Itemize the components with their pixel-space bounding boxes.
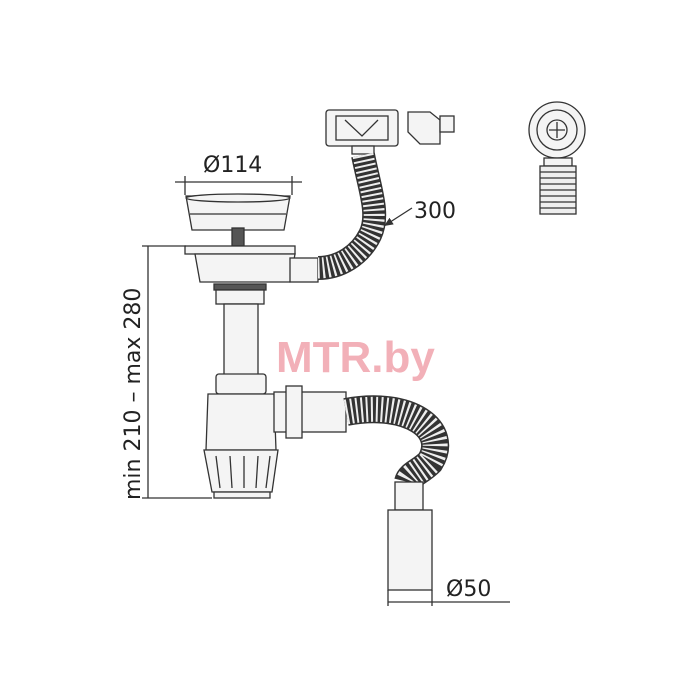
strainer-top-view	[528, 101, 586, 215]
overflow-assembly	[317, 109, 455, 280]
outlet-diameter-dimension: Ø50	[387, 577, 510, 606]
watermark: MTR.by	[276, 333, 435, 382]
strainer-diameter-dimension: Ø114	[175, 153, 302, 195]
outlet-diameter-label: Ø50	[446, 577, 491, 602]
height-dimension: min 210 – max 280	[121, 245, 212, 500]
sink-strainer	[184, 193, 319, 305]
overflow-length-dimension: 300	[383, 199, 456, 227]
strainer-diameter-label: Ø114	[203, 153, 262, 178]
bottle-trap	[203, 373, 347, 499]
tail-pipe	[223, 303, 259, 377]
overflow-length-label: 300	[414, 199, 456, 224]
height-range-label: min 210 – max 280	[121, 288, 146, 500]
corrugated-drain-hose	[343, 395, 450, 591]
